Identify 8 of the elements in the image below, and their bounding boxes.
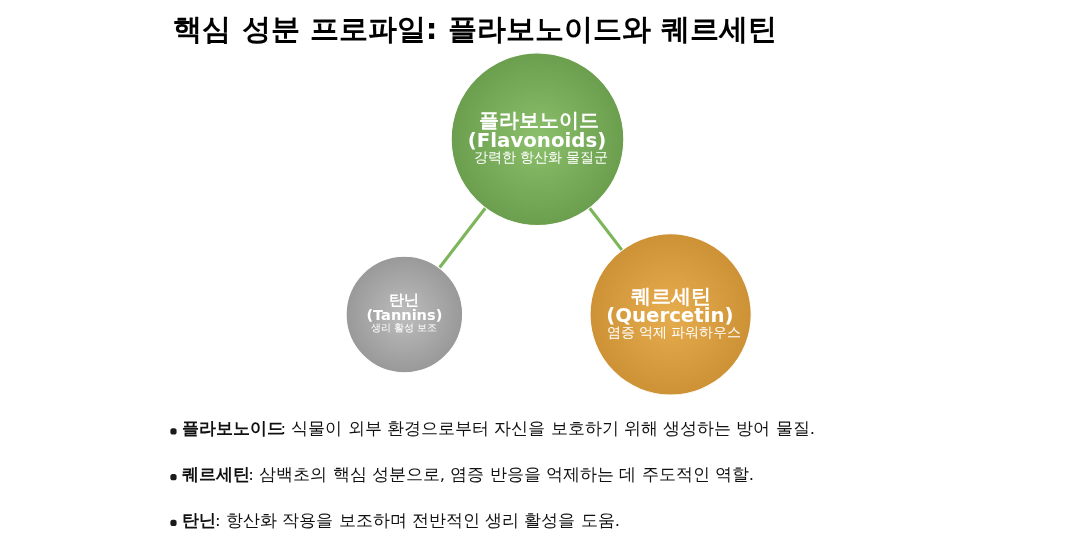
node-circle: 퀘르세틴 (Quercetin) 염증 억제 파워하우스 — [589, 233, 752, 396]
connector — [438, 207, 487, 269]
label: 탄닌: 항산화 작용을 보조하며 전반적인 생리 활성을 도움. — [181, 510, 620, 530]
node-circle: 플라보노이드 (Flavonoids) 강력한 항산화 물질군 — [450, 52, 625, 227]
diagram-title: 핵심 성분 프로파일: 플라보노이드와 퀘르세틴 — [173, 11, 777, 46]
node-circle: 탄닌 (Tannins) 생리 활성 보조 — [345, 255, 464, 374]
connector — [588, 207, 624, 251]
label: 퀘르세틴: 삼백초의 핵심 성분으로, 염증 반응을 억제하는 데 주도적인 역할. — [181, 465, 755, 485]
